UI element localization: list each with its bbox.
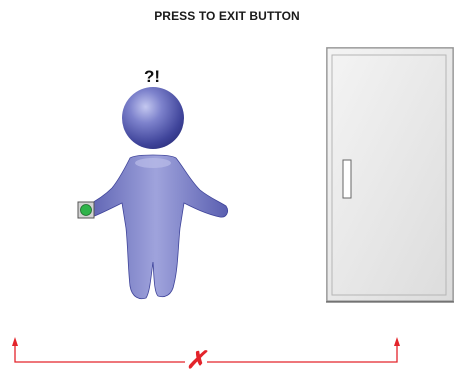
door-icon [326, 47, 454, 302]
arrow-up-icon [12, 337, 18, 346]
exit-button-icon [78, 202, 94, 218]
door-handle [343, 160, 351, 198]
arrow-up-icon [394, 337, 400, 346]
blocked-x-icon: ✗ [186, 347, 208, 369]
exclamation-label: ?! [144, 67, 160, 86]
confused-person-icon [84, 87, 227, 299]
